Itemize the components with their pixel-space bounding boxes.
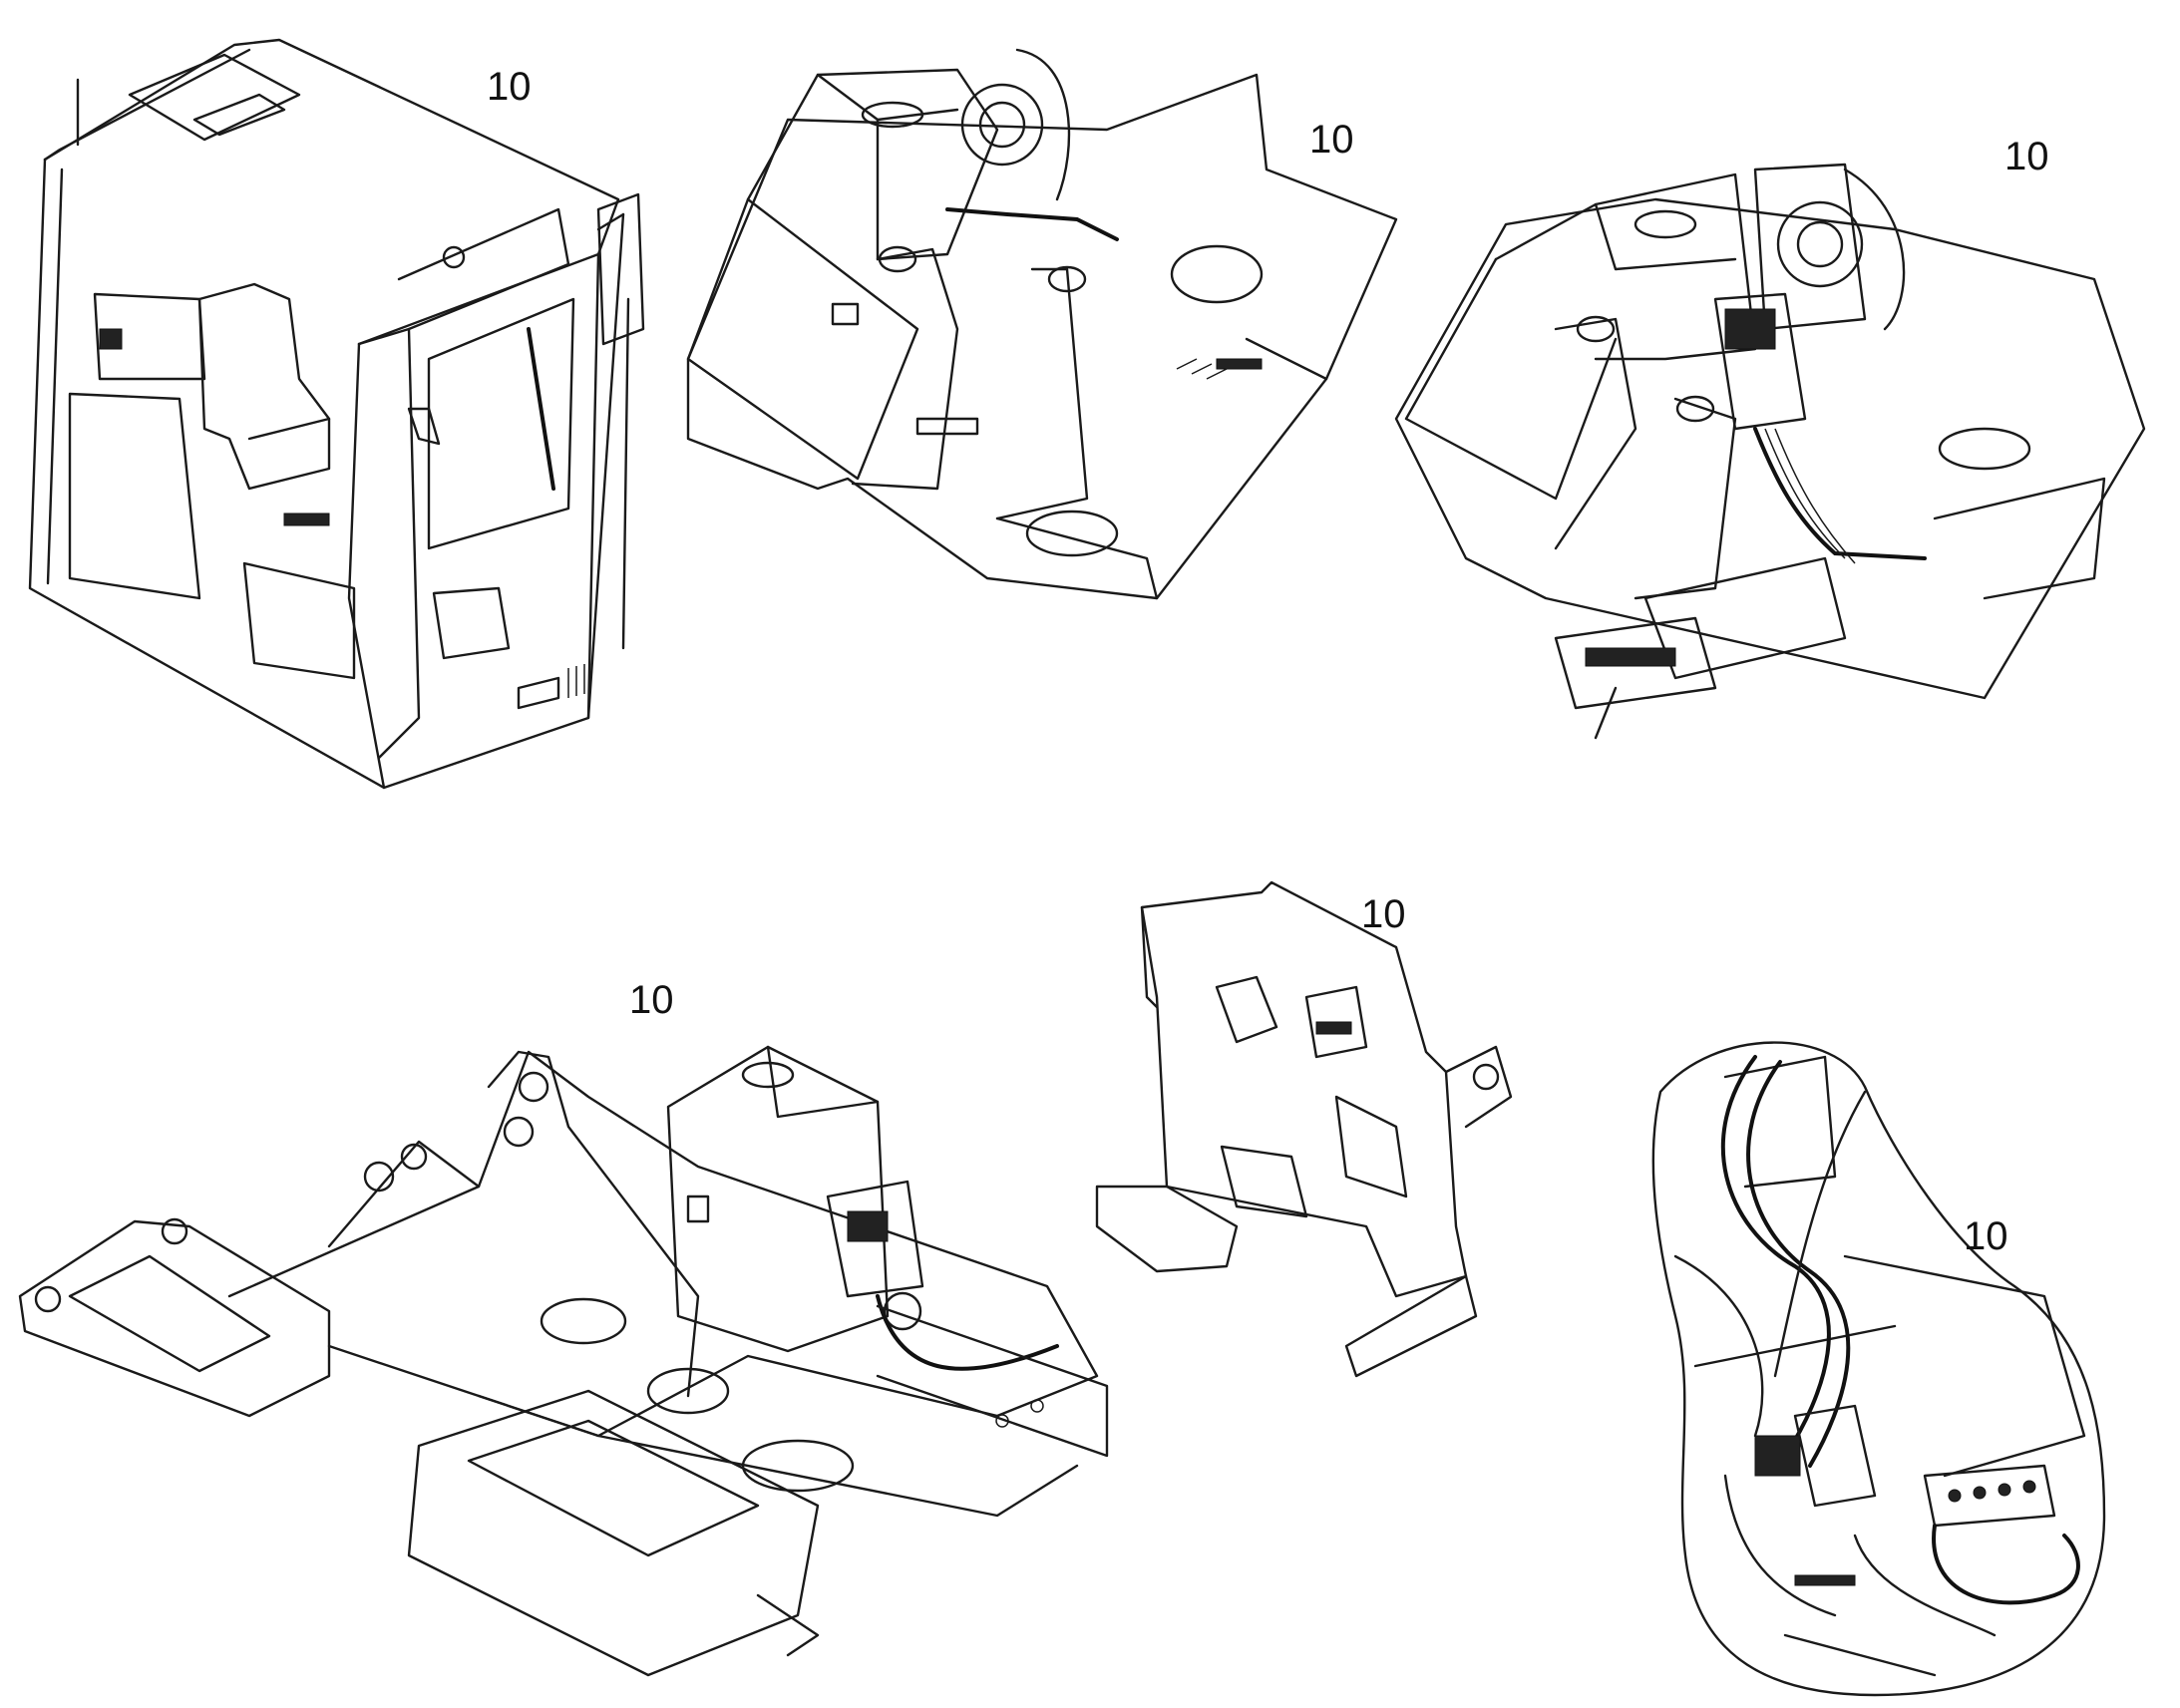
- callout-upper-frame-right: 10: [2004, 135, 2049, 178]
- callout-hose-detail: 10: [1964, 1214, 2008, 1258]
- callout-cab: 10: [487, 65, 532, 109]
- callout-upper-frame-left: 10: [1309, 118, 1354, 162]
- callout-lower-frame: 10: [629, 978, 674, 1022]
- callout-bracket: 10: [1361, 892, 1406, 936]
